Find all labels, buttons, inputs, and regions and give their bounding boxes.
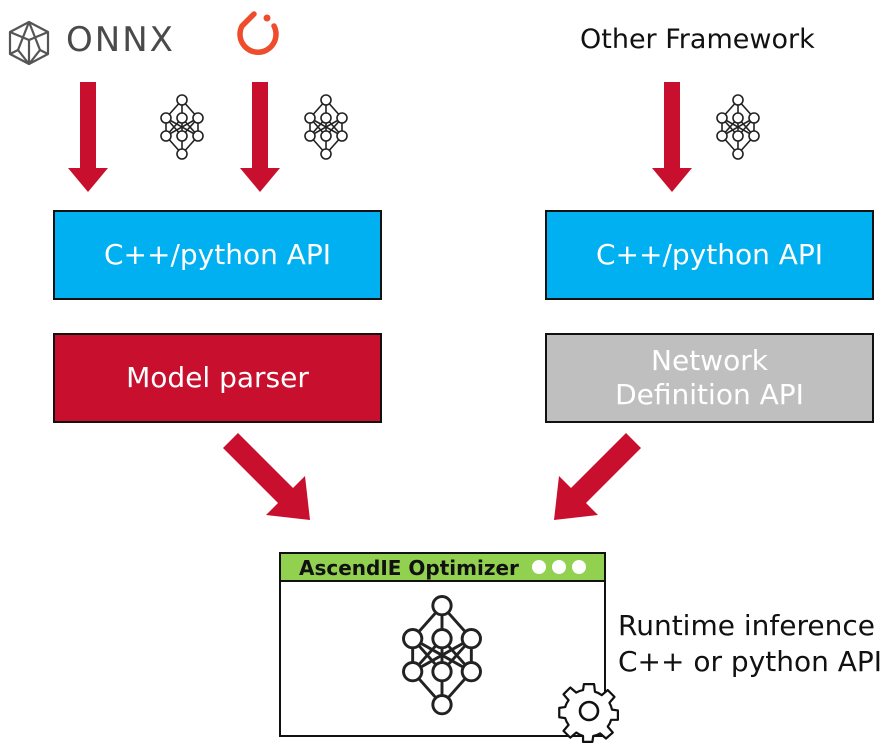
gear-icon xyxy=(558,682,620,744)
window-dot-icon xyxy=(552,560,566,574)
arrow-network-to-optimizer xyxy=(554,433,641,520)
window-dot-icon xyxy=(532,560,546,574)
left-api-label: C++/python API xyxy=(103,238,332,271)
model-parser-box: Model parser xyxy=(53,333,382,423)
optimizer-window: AscendIE Optimizer xyxy=(279,552,606,737)
runtime-text: Runtime inference C++ or python API xyxy=(618,608,882,680)
neural-network-icon xyxy=(160,94,204,160)
arrow-parser-to-optimizer xyxy=(223,433,310,520)
runtime-line1: Runtime inference xyxy=(618,609,875,642)
optimizer-titlebar: AscendIE Optimizer xyxy=(281,554,604,582)
network-definition-line1: Network xyxy=(651,344,768,377)
network-definition-box: Network Definition API xyxy=(545,333,874,423)
window-dot-icon xyxy=(572,560,586,574)
optimizer-title: AscendIE Optimizer xyxy=(299,556,519,580)
arrow-onnx-down xyxy=(68,82,108,192)
left-api-box: C++/python API xyxy=(53,210,382,300)
pytorch-logo-icon xyxy=(237,11,279,55)
runtime-line2: C++ or python API xyxy=(618,645,883,678)
network-definition-line2: Definition API xyxy=(615,378,804,411)
arrow-pytorch-down xyxy=(240,82,280,192)
right-api-box: C++/python API xyxy=(545,210,874,300)
arrow-other-down xyxy=(652,82,692,192)
other-framework-label: Other Framework xyxy=(580,24,815,55)
right-api-label: C++/python API xyxy=(595,238,824,271)
neural-network-icon xyxy=(716,94,760,160)
onnx-label: ONNX xyxy=(66,20,175,60)
model-parser-label: Model parser xyxy=(126,361,309,394)
neural-network-icon xyxy=(402,595,482,716)
onnx-logo-icon xyxy=(8,20,50,66)
neural-network-icon xyxy=(304,94,348,160)
